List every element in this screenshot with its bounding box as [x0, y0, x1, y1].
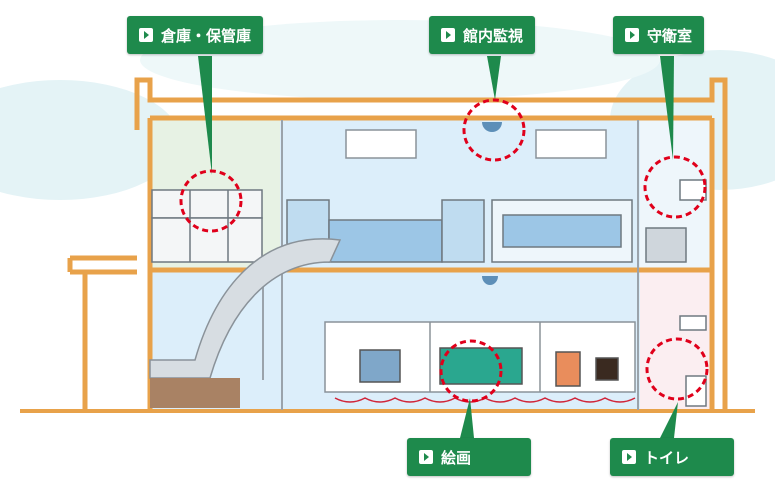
arrow-right-icon	[622, 450, 636, 464]
painting-dark	[595, 357, 619, 381]
callout-label: 倉庫・保管庫	[161, 26, 252, 45]
painting-mountain	[359, 349, 401, 383]
painting-landscape	[439, 347, 523, 385]
marker-monitor	[462, 98, 526, 162]
camera-icon	[482, 276, 498, 285]
callout-label: 館内監視	[463, 26, 524, 45]
target-markers	[179, 98, 709, 403]
callout-toilet[interactable]: トイレ	[610, 438, 734, 476]
arrow-right-icon	[625, 28, 639, 42]
arrow-right-icon	[441, 28, 455, 42]
marker-toilet	[645, 337, 709, 401]
callout-label: 絵画	[441, 448, 472, 467]
painting-mountain-red	[555, 351, 581, 387]
callout-label: 守衛室	[647, 26, 693, 45]
toilet-mirror	[679, 315, 707, 331]
staircase	[149, 238, 342, 379]
arrow-right-icon	[139, 28, 153, 42]
callout-label: トイレ	[644, 448, 690, 467]
marker-painting	[439, 339, 503, 403]
arrow-right-icon	[419, 450, 433, 464]
callout-guard[interactable]: 守衛室	[613, 16, 705, 54]
upper-display-cases	[286, 199, 633, 263]
callout-monitor[interactable]: 館内監視	[429, 16, 536, 54]
stair-steps	[150, 378, 240, 408]
guard-desk	[645, 227, 687, 263]
callout-painting[interactable]: 絵画	[407, 438, 531, 476]
ceiling-light	[535, 129, 607, 159]
callout-storage[interactable]: 倉庫・保管庫	[127, 16, 264, 54]
callout-pointers	[198, 56, 678, 438]
storage-shelves	[151, 189, 263, 263]
marker-storage	[179, 169, 243, 233]
camera-icon	[482, 122, 502, 132]
marker-guard	[643, 155, 707, 219]
ceiling-light	[345, 129, 417, 159]
